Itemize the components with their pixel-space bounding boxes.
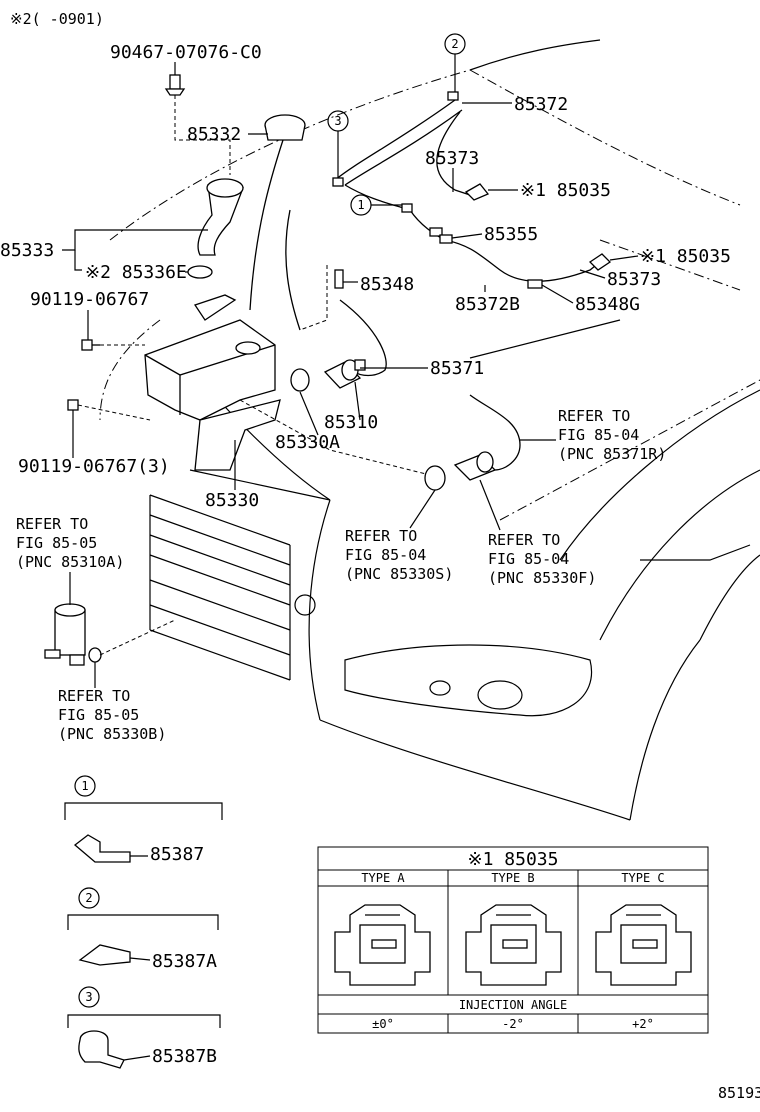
grommet-85330a	[290, 368, 310, 392]
legend-item-3-num: 3	[85, 990, 92, 1004]
refer-85330s-line2: FIG 85-04	[345, 546, 426, 564]
legend-item-3: 3 85387B	[67, 986, 221, 1069]
refer-85371r: REFER TO FIG 85-04 (PNC 85371R)	[520, 407, 666, 463]
nozzle-type-a-icon	[334, 904, 431, 986]
nozzle-type-b-icon	[465, 904, 562, 986]
clip-90467	[164, 74, 231, 175]
nozzle-type-table: ※1 85035 TYPE A TYPE B TYPE C INJECTION …	[317, 846, 709, 1034]
callout-2: 2	[444, 33, 466, 92]
header-note: ※2( -0901)	[10, 10, 104, 28]
label-90467: 90467-07076-C0	[110, 42, 262, 63]
table-angle-b: -2°	[502, 1017, 524, 1031]
table-title: ※1 85035	[468, 849, 559, 870]
label-85336e: ※2 85336E	[85, 262, 187, 283]
reservoir-cap-85332	[264, 114, 306, 141]
refer-85330f-line1: REFER TO	[488, 531, 560, 549]
washer-motor-85310a	[44, 603, 176, 666]
figure-id: 851939J	[718, 1084, 760, 1102]
refer-85310a-line3: (PNC 85310A)	[16, 553, 124, 571]
joint-85355	[429, 227, 453, 244]
refer-85371r-line2: FIG 85-04	[558, 426, 639, 444]
label-85333: 85333	[0, 240, 54, 261]
label-85372: 85372	[514, 94, 568, 115]
label-85373-b: 85373	[607, 269, 661, 290]
filler-neck-85333	[187, 178, 244, 279]
refer-85310a-line1: REFER TO	[16, 515, 88, 533]
refer-85330s-line3: (PNC 85330S)	[345, 565, 453, 583]
refer-85330f-line3: (PNC 85330F)	[488, 569, 596, 587]
refer-85330b-line3: (PNC 85330B)	[58, 725, 166, 743]
refer-85330s: REFER TO FIG 85-04 (PNC 85330S)	[345, 489, 453, 583]
clip-3	[332, 177, 344, 187]
legend-item-1-part: 85387	[150, 844, 204, 865]
legend-item-3-part: 85387B	[152, 1046, 217, 1067]
callout-3: 3	[327, 110, 349, 178]
table-type-b: TYPE B	[491, 871, 534, 885]
callout-1-label: 1	[357, 198, 364, 212]
washer-tank	[144, 294, 281, 471]
table-type-c: TYPE C	[621, 871, 664, 885]
label-85035-b: ※1 85035	[640, 246, 731, 267]
label-85330a: 85330A	[275, 432, 340, 453]
legend-item-1-num: 1	[81, 779, 88, 793]
callout-3-label: 3	[334, 114, 341, 128]
table-angle-a: ±0°	[372, 1017, 394, 1031]
label-90119-lower: 90119-06767(3)	[18, 456, 170, 477]
refer-85330b: REFER TO FIG 85-05 (PNC 85330B)	[58, 662, 166, 743]
legend-item-2: 2 85387A	[67, 887, 219, 972]
washer-hoses	[249, 99, 601, 471]
refer-85310a: REFER TO FIG 85-05 (PNC 85310A)	[16, 515, 124, 605]
label-85371: 85371	[430, 358, 484, 379]
label-85035-a: ※1 85035	[520, 180, 611, 201]
refer-85330f: REFER TO FIG 85-04 (PNC 85330F)	[479, 479, 596, 587]
callout-1: 1	[350, 194, 402, 216]
vehicle-outline	[99, 39, 760, 821]
refer-85371r-line3: (PNC 85371R)	[558, 445, 666, 463]
label-85348g: 85348G	[575, 294, 640, 315]
table-type-a: TYPE A	[361, 871, 405, 885]
label-85372b: 85372B	[455, 294, 520, 315]
joint-85348g	[527, 279, 543, 289]
label-85330: 85330	[205, 490, 259, 511]
bolt-90119-upper	[81, 339, 145, 351]
nozzle-type-c-icon	[595, 904, 692, 986]
refer-85330s-line1: REFER TO	[345, 527, 417, 545]
refer-85371r-line1: REFER TO	[558, 407, 630, 425]
part-labels: ※2( -0901) 90467-07076-C0 85332 85372 85…	[0, 10, 760, 1102]
pump-85330f	[453, 451, 497, 481]
label-85355: 85355	[484, 224, 538, 245]
legend-item-2-num: 2	[85, 891, 92, 905]
clip-1	[401, 203, 413, 213]
label-85332: 85332	[187, 124, 241, 145]
grommet-85330s	[424, 465, 446, 491]
clip-2	[447, 91, 459, 101]
legend-item-2-part: 85387A	[152, 951, 217, 972]
refer-85310a-line2: FIG 85-05	[16, 534, 97, 552]
washer-pump-85310	[323, 359, 366, 389]
refer-85330f-line2: FIG 85-04	[488, 550, 569, 568]
nozzle-85035-a	[464, 183, 490, 201]
callout-2-label: 2	[451, 37, 458, 51]
label-85373-a: 85373	[425, 148, 479, 169]
label-85310: 85310	[324, 412, 378, 433]
legend-item-1: 1 85387	[64, 775, 223, 865]
table-angle-c: +2°	[632, 1017, 654, 1031]
nozzle-85035-b	[588, 253, 612, 271]
label-90119-upper: 90119-06767	[30, 289, 149, 310]
joint-85348	[299, 265, 344, 331]
table-angle-label: INJECTION ANGLE	[459, 998, 567, 1012]
label-85348: 85348	[360, 274, 414, 295]
refer-85330b-line2: FIG 85-05	[58, 706, 139, 724]
refer-85330b-line1: REFER TO	[58, 687, 130, 705]
